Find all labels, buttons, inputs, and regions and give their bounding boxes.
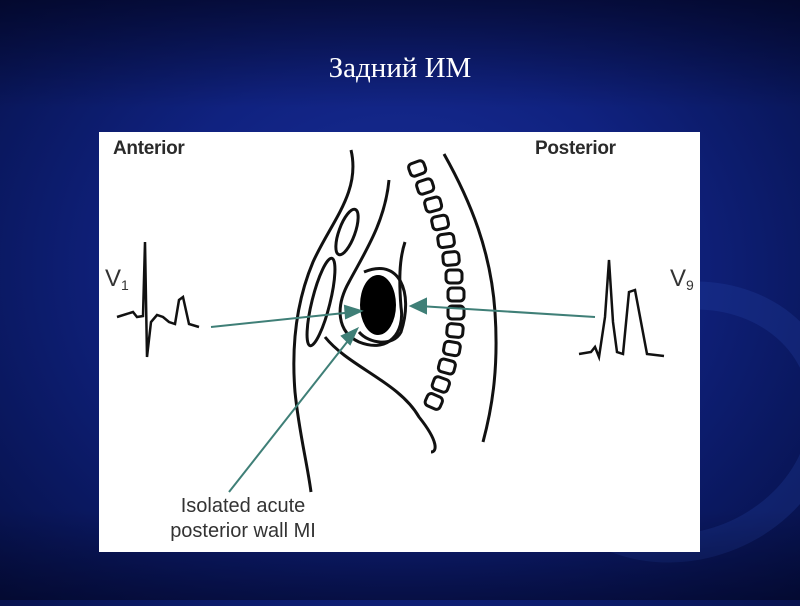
lead-v1-letter: V (105, 265, 122, 292)
ecg-trace-v1 (116, 241, 200, 358)
posterior-label: Posterior (535, 138, 616, 159)
caption-line-1: Isolated acute (180, 495, 306, 517)
lung-lower (305, 256, 337, 348)
infarct-caption: Isolated acute posterior wall MI (143, 494, 343, 544)
caption-line-2: posterior wall MI (170, 520, 316, 542)
infarct-region (360, 275, 396, 335)
arrow-anterior-head (343, 304, 364, 320)
spine-vertebrae (407, 159, 466, 411)
arrow-posterior-to-heart (418, 305, 596, 318)
arrow-caption-to-infarct (228, 336, 352, 493)
arrow-caption-head (340, 326, 360, 346)
arrow-posterior-head (408, 297, 427, 315)
lead-v1-subscript: 1 (121, 277, 129, 293)
diagram-drawing (116, 149, 665, 493)
back-outline (442, 153, 498, 443)
heart-lower-outline (323, 336, 437, 454)
arrow-anterior-to-heart (210, 311, 355, 328)
arrows (210, 297, 596, 493)
lead-v9-letter: V (670, 265, 687, 292)
ecg-trace-v9 (578, 259, 665, 362)
lead-v9-subscript: 9 (686, 277, 694, 293)
lead-v1-label: V1 (105, 265, 129, 293)
pericardium-outline (357, 267, 408, 344)
ecg-diagram-figure: Anterior Posterior V1 V9 Isolated acute … (99, 132, 700, 552)
lead-v9-label: V9 (670, 265, 694, 293)
anterior-label: Anterior (113, 138, 185, 159)
heart-outline (338, 179, 407, 347)
slide-title: Задний ИМ (328, 52, 472, 84)
lung-upper (334, 207, 360, 257)
